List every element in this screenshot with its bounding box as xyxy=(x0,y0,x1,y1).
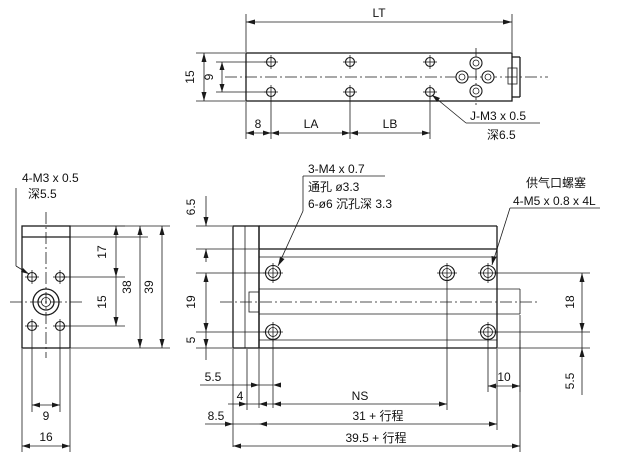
front-dim-6-5: 6.5 xyxy=(184,198,198,215)
front-dim-10: 10 xyxy=(497,370,511,384)
front-dim-31: 31 + 行程 xyxy=(352,408,403,423)
front-dim-5: 5 xyxy=(184,336,198,343)
side-view-rod-end xyxy=(32,288,60,316)
front-dim-5-5-left: 5.5 xyxy=(205,370,222,384)
front-view-body xyxy=(258,248,498,349)
top-dim-la: LA xyxy=(304,117,319,131)
side-note-thread: 4-M3 x 0.5 xyxy=(22,171,79,185)
top-dim-9: 9 xyxy=(202,73,216,80)
front-note-through: 通孔 ø3.3 xyxy=(308,180,360,194)
front-view-end-cap xyxy=(232,225,260,349)
side-view-holes xyxy=(25,270,67,333)
top-view-holes xyxy=(264,55,437,99)
top-dim-8: 8 xyxy=(255,117,262,131)
side-dim-16: 16 xyxy=(39,430,53,444)
front-note-m4: 3-M4 x 0.7 xyxy=(308,162,365,176)
top-note-thread: J-M3 x 0.5 xyxy=(470,109,526,123)
side-dim-15: 15 xyxy=(95,295,109,309)
side-view: 4-M3 x 0.5 深5.5 17 15 38 39 9 xyxy=(10,171,170,452)
front-dim-39-5: 39.5 + 行程 xyxy=(345,430,406,445)
front-dim-4: 4 xyxy=(237,389,244,403)
top-dim-lt: LT xyxy=(372,6,386,20)
side-dim-38: 38 xyxy=(120,280,134,294)
top-view-port-nub xyxy=(507,67,518,85)
front-view: 3-M4 x 0.7 通孔 ø3.3 6-ø6 沉孔深 3.3 供气口螺塞 4-… xyxy=(184,162,600,452)
front-dim-ns: NS xyxy=(352,389,369,403)
side-note-depth: 深5.5 xyxy=(28,187,57,201)
top-dim-lb: LB xyxy=(383,117,398,131)
front-dim-19: 19 xyxy=(184,295,198,309)
front-dim-18: 18 xyxy=(563,295,577,309)
front-dim-8-5: 8.5 xyxy=(208,409,225,423)
front-note-counterbore: 6-ø6 沉孔深 3.3 xyxy=(308,197,392,211)
front-note-port-spec: 4-M5 x 0.8 x 4L xyxy=(513,194,596,208)
side-dim-17: 17 xyxy=(95,245,109,259)
top-view-port-cluster xyxy=(455,56,495,98)
top-dim-15: 15 xyxy=(183,70,197,84)
front-view-holes xyxy=(263,263,498,342)
top-view: LT 15 9 8 LA LB J-M3 x 0.5 深 xyxy=(183,6,548,142)
side-dim-9: 9 xyxy=(43,409,50,423)
top-note-depth: 深6.5 xyxy=(487,128,516,142)
side-dim-39: 39 xyxy=(142,280,156,294)
front-note-port-title: 供气口螺塞 xyxy=(526,175,586,190)
front-dim-5-5-right: 5.5 xyxy=(563,372,577,389)
